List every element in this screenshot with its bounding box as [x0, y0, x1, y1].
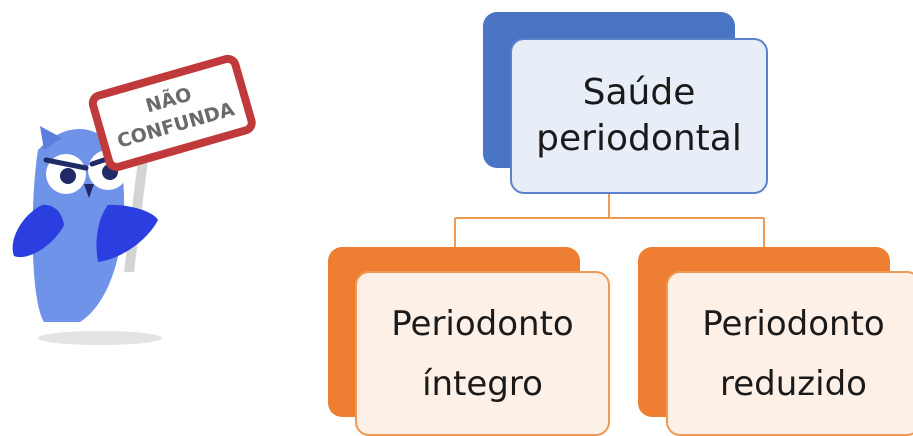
root-node: Saúde periodontal [510, 38, 768, 194]
owl-mascot-illustration: NÃO CONFUNDA [12, 54, 256, 345]
child-node-line2: reduzido [720, 363, 867, 404]
owl-wing-left [12, 204, 64, 258]
root-node-line1: Saúde [582, 72, 696, 113]
child-node-integro: Periodonto íntegro [355, 271, 610, 436]
child-node-line1: Periodonto [702, 303, 885, 344]
mascot-shadow [38, 331, 162, 345]
sign-board: NÃO CONFUNDA [88, 54, 256, 172]
child-node-reduzido: Periodonto reduzido [666, 271, 913, 436]
root-node-line2: periodontal [536, 118, 742, 159]
owl-ear [40, 126, 62, 150]
owl-wing-right [96, 204, 158, 262]
child-node-line1: Periodonto [391, 303, 574, 344]
child-node-line2: íntegro [422, 363, 543, 404]
owl-brow [43, 157, 89, 171]
owl-pupil-left [60, 168, 76, 184]
owl-beak [84, 184, 94, 198]
